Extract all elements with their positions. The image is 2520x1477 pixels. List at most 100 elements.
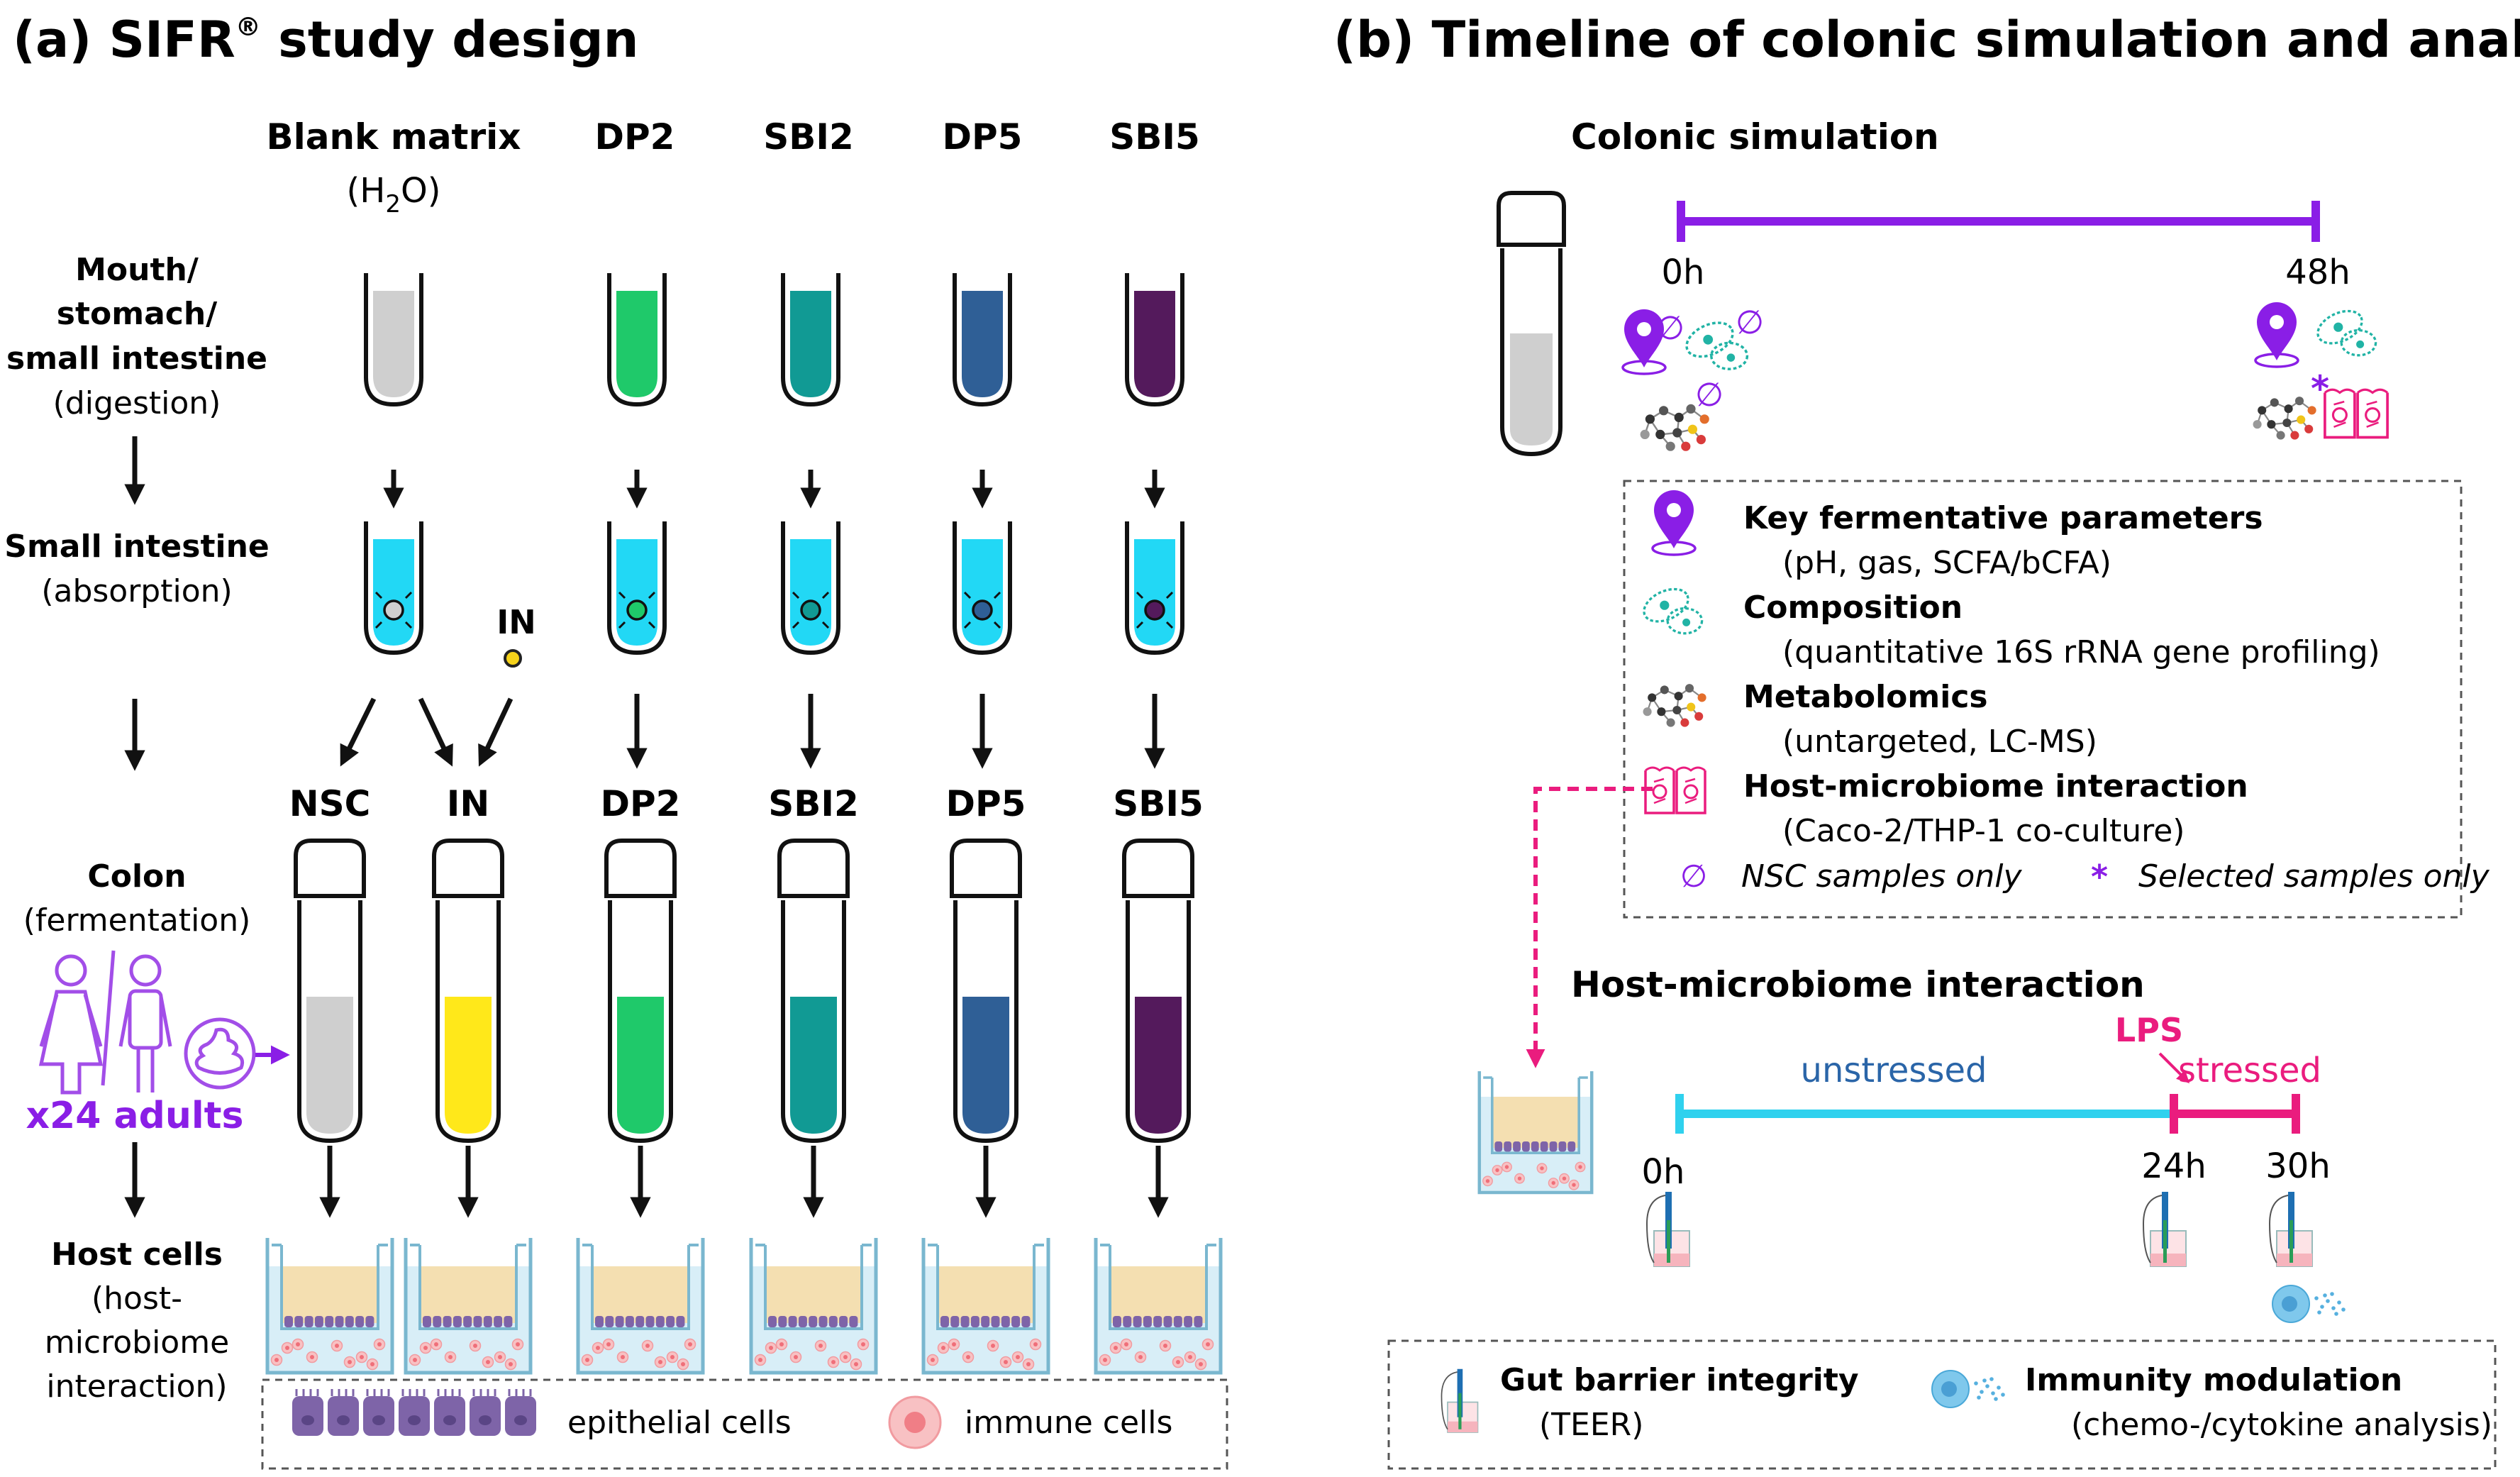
stool-icon <box>184 1017 256 1090</box>
timepoint-0h: 0h <box>1662 253 1705 292</box>
column-header-sbi2: SBI2 <box>763 116 854 157</box>
colon-header-in: IN <box>447 783 489 824</box>
legend-key-sub: (pH, gas, SCFA/bCFA) <box>1782 545 2111 581</box>
svg-text:(host-: (host- <box>91 1280 182 1317</box>
panel-a-title: (a) SIFR® study design <box>13 11 638 69</box>
stage-label-digestion: Mouth/ stomach/ small intestine (digesti… <box>6 252 267 421</box>
svg-text:(absorption): (absorption) <box>41 573 232 609</box>
legend-composition-title: Composition <box>1743 590 1963 626</box>
immunity-icon <box>1931 1370 2005 1408</box>
teer-icon-30h <box>2268 1192 2313 1267</box>
absorption-tube-sbi2 <box>781 521 840 655</box>
colon-tubes <box>294 839 1194 1144</box>
host-timepoint-30h: 30h <box>2265 1146 2331 1186</box>
epithelial-cells-icon <box>292 1389 536 1436</box>
gut-barrier-title: Gut barrier integrity <box>1500 1362 1859 1398</box>
host-timepoint-24h: 24h <box>2141 1146 2207 1186</box>
cell-legend-box <box>261 1378 1228 1470</box>
svg-text:stomach/: stomach/ <box>57 296 218 332</box>
arrows-colon-to-host <box>319 1146 1169 1218</box>
legend-metabolomics-sub: (untargeted, LC-MS) <box>1782 724 2097 760</box>
host-cell-wells <box>265 1238 1223 1375</box>
teer-icon-0h <box>1645 1192 1690 1267</box>
immunity-icon-30h-cell <box>2272 1285 2346 1323</box>
digestion-tube-dp5 <box>953 273 1012 407</box>
immunity-sub: (chemo-/cytokine analysis) <box>2071 1407 2492 1443</box>
nsc-only-note: NSC samples only <box>1741 858 2022 895</box>
immunity-icon-30h <box>2272 1285 2346 1323</box>
absorption-tube-dp2 <box>607 521 667 655</box>
host-well-nsc <box>265 1238 394 1375</box>
analyses-legend-box <box>1623 480 2463 919</box>
host-interaction-connector <box>1526 787 1653 1068</box>
immune-cell-icon <box>888 1395 942 1449</box>
colon-tube-sbi2 <box>777 839 850 1144</box>
host-analyses-legend-box <box>1387 1339 2497 1470</box>
svg-text:interaction): interaction) <box>46 1368 227 1405</box>
timepoint-0h-icons: ∅ ∅ ∅ <box>1621 303 1764 451</box>
svg-text:Small intestine: Small intestine <box>4 529 269 565</box>
co-culture-transwell <box>1477 1071 1594 1195</box>
digestion-tube-sbi2 <box>781 273 840 407</box>
unstressed-label: unstressed <box>1801 1051 1987 1090</box>
colon-tube-dp5 <box>950 839 1022 1144</box>
absorption-tubes <box>364 521 1184 655</box>
arrows-absorption-to-colon <box>340 694 1165 769</box>
svg-text:microbiome: microbiome <box>45 1324 229 1361</box>
svg-text:Host cells: Host cells <box>51 1237 223 1273</box>
timepoint-48h-icons <box>2253 302 2389 440</box>
arrows-digestion-to-absorption <box>383 470 1165 509</box>
colonic-simulation-heading: Colonic simulation <box>1571 116 1939 157</box>
colon-header-dp5: DP5 <box>946 783 1026 824</box>
inulin-label: IN <box>496 603 536 641</box>
svg-text:(fermentation): (fermentation) <box>23 902 251 939</box>
colon-tube-sbi5 <box>1122 839 1194 1144</box>
nsc-only-marker-molecule-0h: ∅ <box>1695 375 1724 414</box>
legend-key-title: Key fermentative parameters <box>1743 500 2263 536</box>
svg-text:Mouth/: Mouth/ <box>75 252 199 288</box>
colonic-timeline <box>1677 201 2320 242</box>
svg-text:Colon: Colon <box>87 858 186 895</box>
digestion-tube-sbi5 <box>1125 273 1184 407</box>
digestion-tube-blank <box>364 273 423 407</box>
panel-b-title: (b) Timeline of colonic simulation and a… <box>1333 11 2520 69</box>
gut-barrier-icon <box>1441 1368 1479 1433</box>
adults-count: x24 adults <box>26 1095 244 1137</box>
composition-icon-48h <box>2316 309 2377 357</box>
selected-only-note: Selected samples only <box>2138 858 2490 895</box>
teer-icon-24h <box>2142 1192 2187 1267</box>
adults-icon <box>38 950 172 1095</box>
stage-label-fermentation: Colon (fermentation) <box>23 858 251 939</box>
colon-tube-dp2 <box>604 839 677 1144</box>
host-interaction-icon-48h <box>2324 388 2389 439</box>
host-timeline <box>1675 1094 2300 1134</box>
svg-text:small intestine: small intestine <box>6 341 267 377</box>
legend-molecule-icon <box>1643 684 1706 727</box>
nsc-only-marker-microbe-0h: ∅ <box>1736 303 1764 341</box>
colon-header-nsc: NSC <box>289 783 371 824</box>
metabolomics-icon-0h <box>1640 404 1709 451</box>
host-timepoint-0h: 0h <box>1642 1152 1685 1192</box>
colon-header-sbi2: SBI2 <box>768 783 859 824</box>
column-header-blank: Blank matrix <box>266 116 521 157</box>
stressed-label: stressed <box>2178 1051 2321 1090</box>
legend-host-title: Host-microbiome interaction <box>1743 768 2248 804</box>
teer-icons <box>1645 1192 2313 1267</box>
epithelial-cells-label: epithelial cells <box>567 1405 792 1441</box>
host-well-dp2 <box>576 1238 705 1375</box>
host-well-in <box>404 1238 533 1375</box>
key-parameters-icon-48h <box>2254 302 2299 368</box>
timepoint-48h: 48h <box>2285 253 2350 292</box>
legend-composition-sub: (quantitative 16S rRNA gene profiling) <box>1782 634 2380 670</box>
immune-cells-label: immune cells <box>965 1405 1172 1441</box>
selected-only-symbol: * <box>2091 858 2108 896</box>
legend-microbe-icon <box>1643 587 1704 635</box>
selected-samples-marker: * <box>2311 368 2329 409</box>
column-header-dp2: DP2 <box>595 116 675 157</box>
nsc-only-symbol: ∅ <box>1680 858 1707 895</box>
absorption-tube-sbi5 <box>1125 521 1184 655</box>
nsc-only-marker-pin-0h: ∅ <box>1656 309 1684 347</box>
colon-tube-nsc <box>294 839 366 1144</box>
legend-metabolomics-title: Metabolomics <box>1743 679 1988 715</box>
